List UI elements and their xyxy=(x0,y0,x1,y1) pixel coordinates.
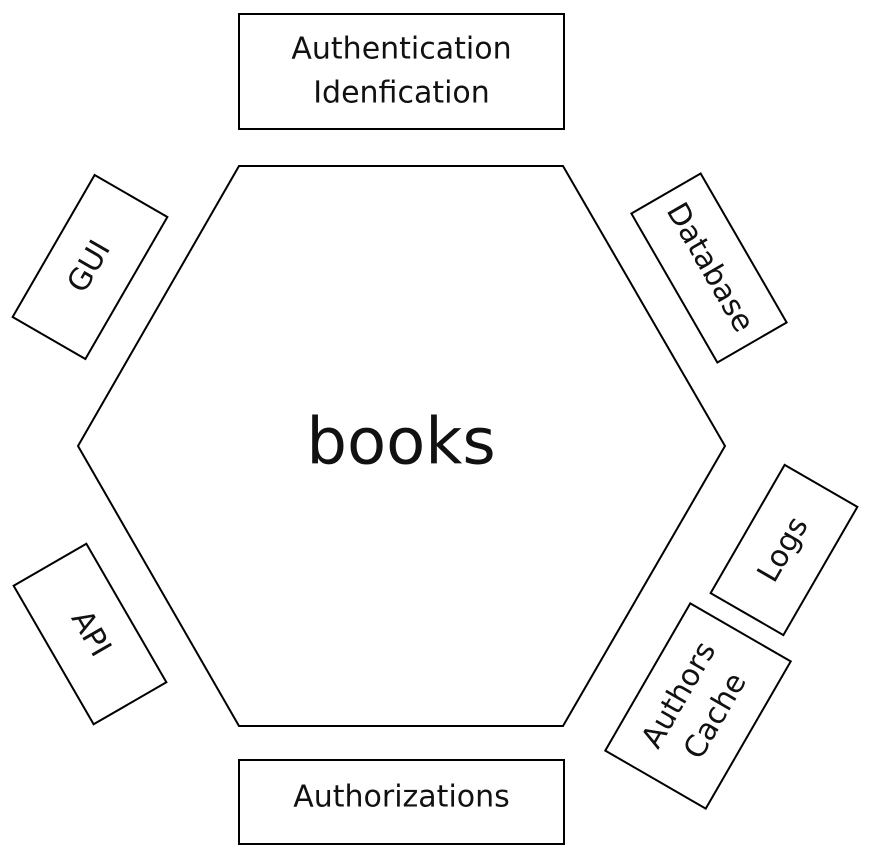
gui-adapter: GUI xyxy=(11,173,169,361)
auth-label-line2: Idenfication xyxy=(313,76,490,111)
auth-adapter: Authentication Idenfication xyxy=(238,13,565,130)
authorizations-adapter: Authorizations xyxy=(238,759,565,845)
logs-adapter: Logs xyxy=(709,463,859,637)
auth-label-line1: Authentication xyxy=(291,32,511,67)
books-hexagon xyxy=(76,165,727,727)
authorizations-label: Authorizations xyxy=(293,780,510,815)
database-adapter: Database xyxy=(629,172,789,364)
api-adapter: API xyxy=(12,542,168,726)
core-label: books xyxy=(306,406,495,480)
authors-cache-adapter: Authors Cache xyxy=(603,602,793,810)
